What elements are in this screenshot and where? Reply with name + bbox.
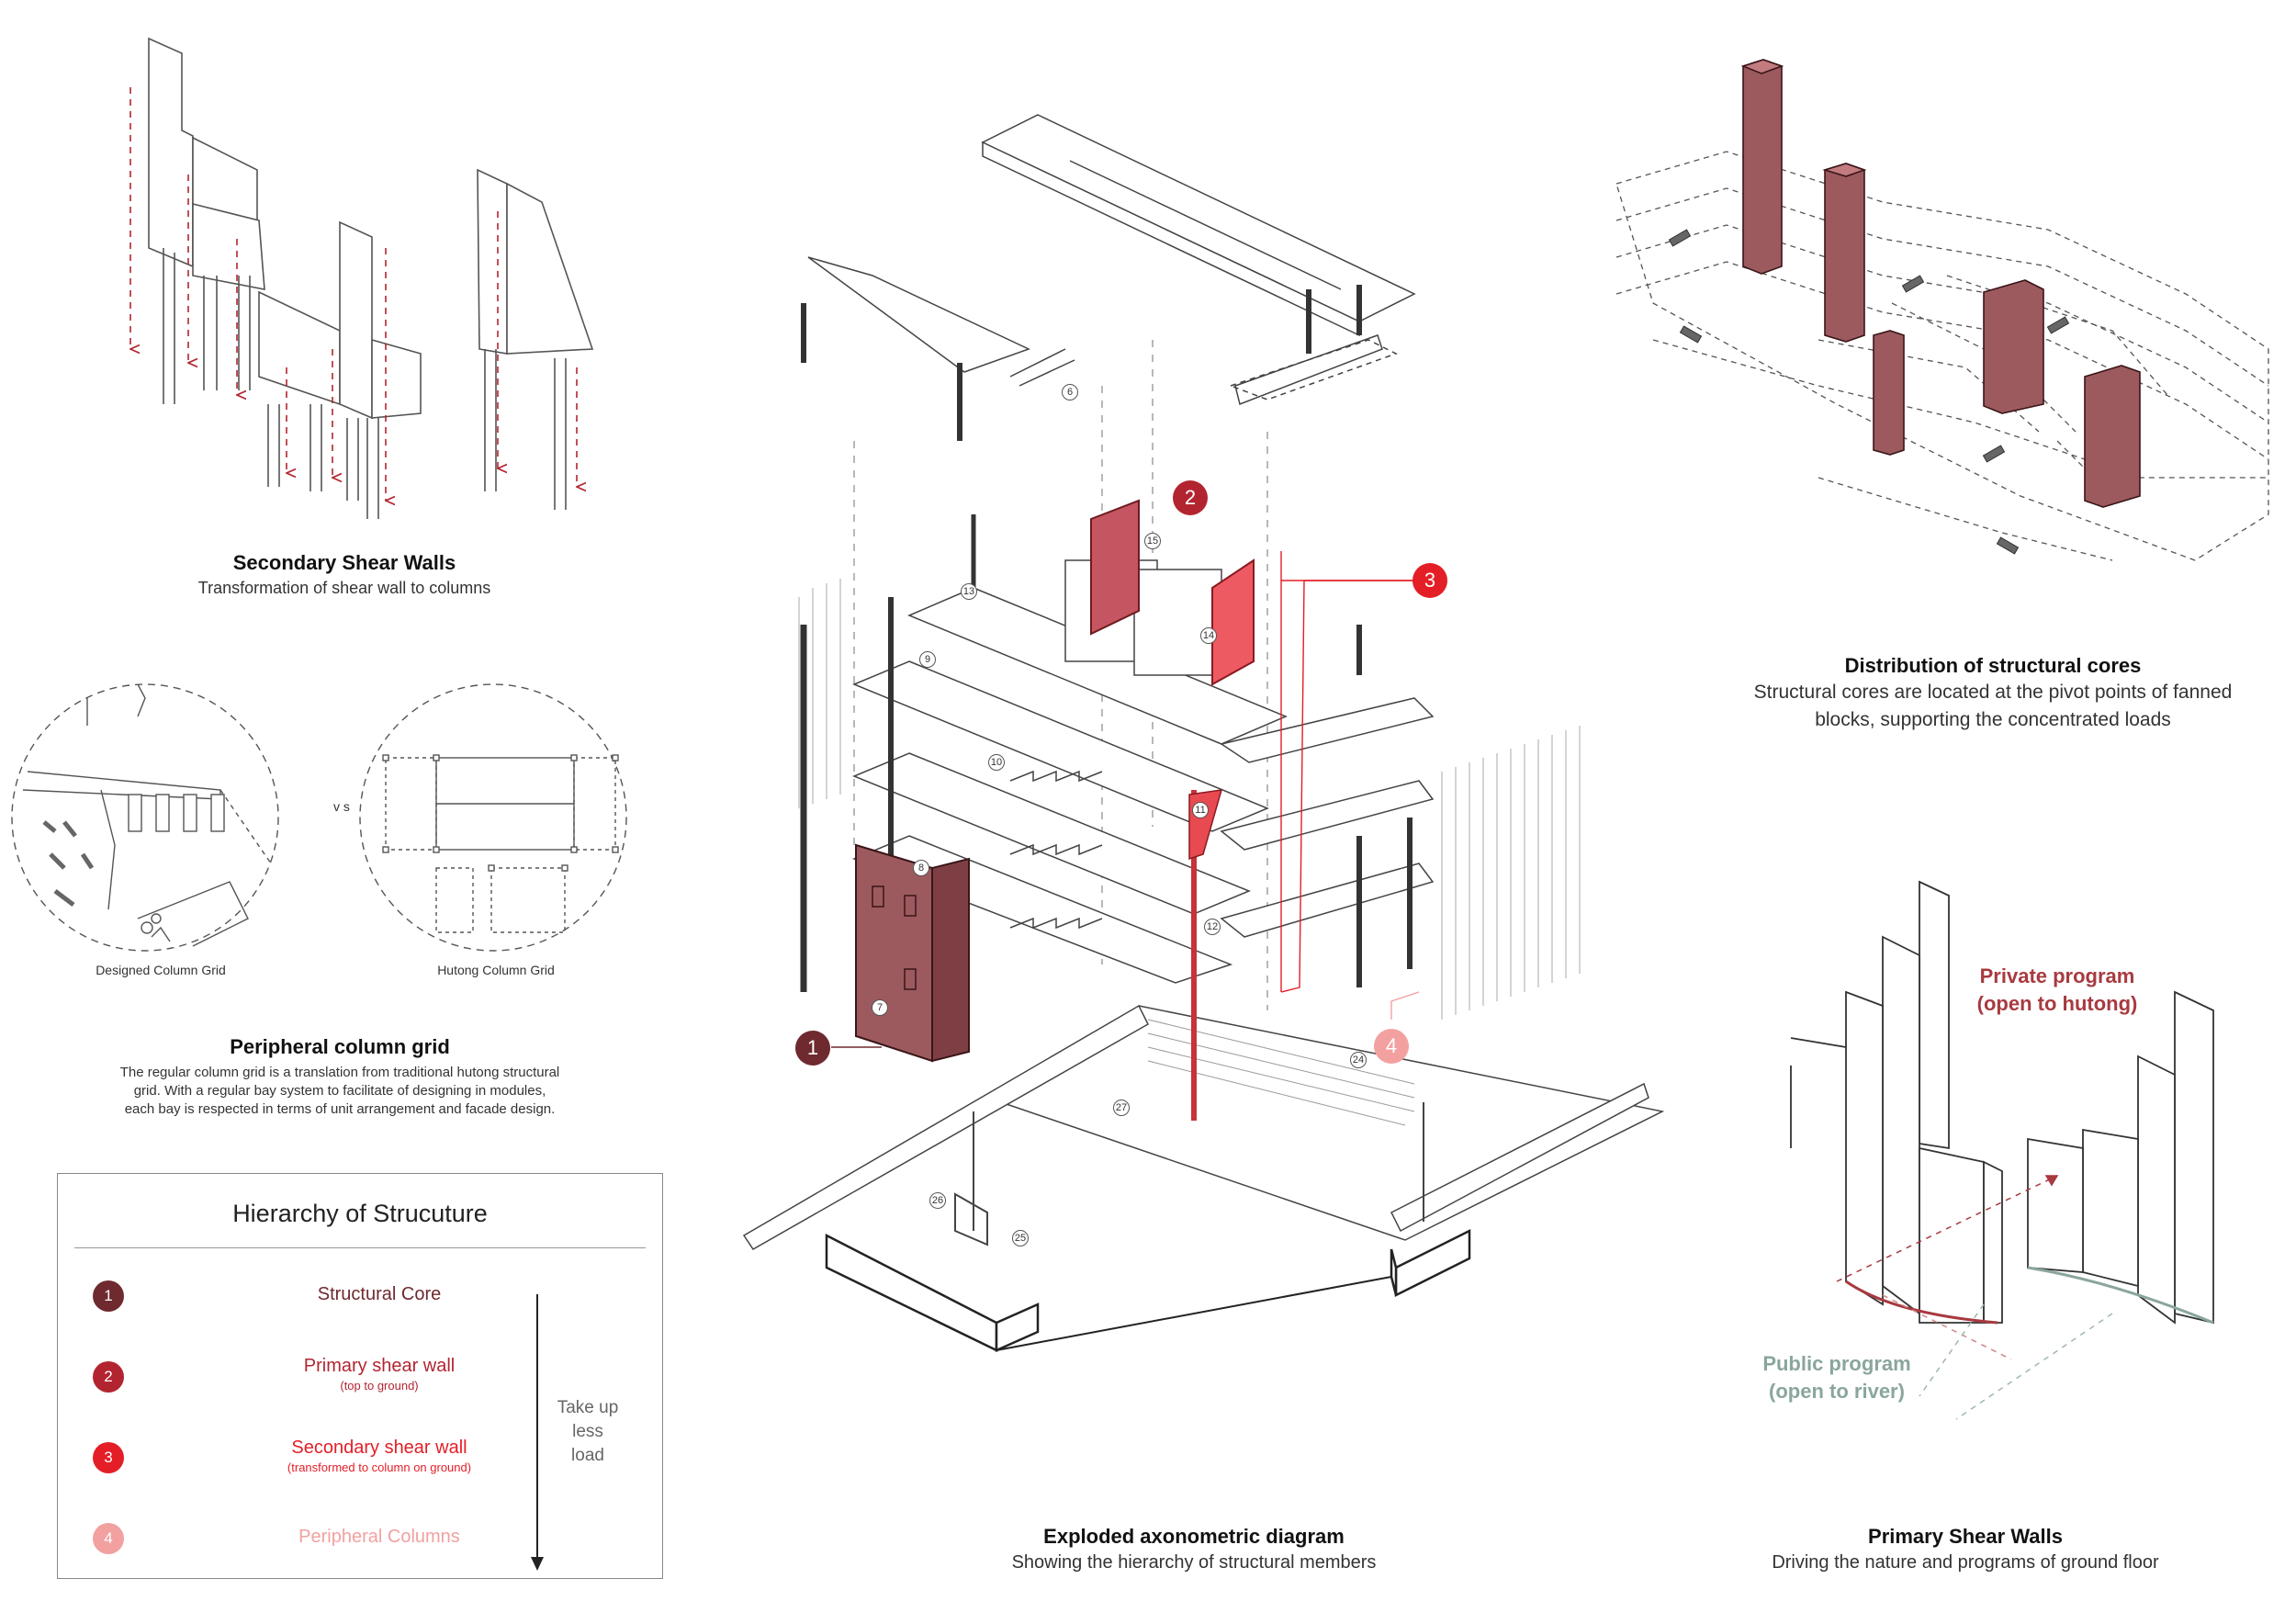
load-text-line: Take up (557, 1398, 619, 1417)
primary-walls-subtitle: Driving the nature and programs of groun… (1772, 1552, 2159, 1573)
marker-peripheral-columns: 4 (1374, 1029, 1409, 1064)
tag-24: 24 (1350, 1052, 1367, 1068)
legend-title: Hierarchy of Strucuture (232, 1200, 488, 1227)
legend-label-note: (transformed to column on ground) (287, 1460, 472, 1474)
primary-shear-walls-drawing (1790, 880, 2214, 1325)
column-grid-description-line: The regular column grid is a translation… (119, 1065, 560, 1080)
primary-walls-title: Primary Shear Walls (1868, 1525, 2063, 1548)
exploded-subtitle: Showing the hierarchy of structural memb… (1011, 1552, 1377, 1573)
tag-6: 6 (1062, 384, 1078, 400)
load-text: Take up less load (542, 1396, 634, 1468)
load-arrows (130, 87, 577, 501)
legend-label-2: Primary shear wall (top to ground) (205, 1356, 554, 1393)
column-grid-description-line: each bay is respected in terms of unit a… (124, 1101, 556, 1117)
tag-14: 14 (1200, 627, 1217, 644)
core-towers (1740, 59, 2141, 508)
tag-15: 15 (1144, 533, 1161, 549)
tag-26: 26 (929, 1192, 946, 1209)
tag-10: 10 (988, 754, 1005, 771)
tag-27: 27 (1113, 1100, 1130, 1116)
exploded-axonometric-drawing (742, 114, 1665, 1352)
tag-11: 11 (1192, 802, 1209, 818)
legend-label-text: Primary shear wall (303, 1356, 456, 1376)
secondary-shear-walls-drawing (148, 37, 594, 519)
hutong-column-grid-drawing (359, 683, 627, 952)
public-program-line: (open to river) (1769, 1380, 1905, 1403)
load-arrow (531, 1294, 544, 1571)
column-grid-description-line: grid. With a regular bay system to facil… (133, 1083, 546, 1099)
legend-label-text: Secondary shear wall (291, 1438, 467, 1458)
tag-8: 8 (913, 860, 929, 876)
tag-9: 9 (919, 651, 936, 668)
column-grid-description: The regular column grid is a translation… (73, 1064, 606, 1119)
public-program-line: Public program (1762, 1352, 1911, 1375)
public-program-label: Public program (open to river) (1717, 1350, 1956, 1405)
marker-primary-shear-wall: 2 (1173, 480, 1208, 515)
marker-structural-core: 1 (795, 1031, 830, 1066)
legend-dot-3: 3 (93, 1442, 124, 1473)
private-program-line: (open to hutong) (1976, 992, 2138, 1015)
core-stair-marks (1668, 229, 2070, 555)
designed-grid-label: Designed Column Grid (96, 963, 226, 977)
legend-label-4: Peripheral Columns (205, 1527, 554, 1548)
legend-dot-4: 4 (93, 1523, 124, 1554)
legend-label-text: Peripheral Columns (298, 1527, 460, 1547)
secondary-walls-subtitle: Transformation of shear wall to columns (197, 579, 491, 597)
tag-13: 13 (961, 583, 977, 600)
exploded-title: Exploded axonometric diagram (1043, 1525, 1345, 1548)
legend-label-text: Structural Core (317, 1284, 442, 1304)
private-program-line: Private program (1979, 964, 2135, 987)
vs-label: v s (333, 799, 350, 814)
legend-dot-1: 1 (93, 1280, 124, 1312)
cores-subtitle-1: Structural cores are located at the pivo… (1753, 682, 2233, 703)
hutong-grid-label: Hutong Column Grid (437, 963, 555, 977)
load-text-line: load (571, 1446, 604, 1465)
designed-column-grid-drawing (11, 683, 279, 952)
legend-label-1: Structural Core (205, 1284, 554, 1305)
cores-subtitle-2: blocks, supporting the concentrated load… (1815, 709, 2171, 730)
secondary-walls-title: Secondary Shear Walls (232, 551, 456, 574)
tag-7: 7 (872, 999, 888, 1016)
program-arrows (1836, 1175, 2113, 1420)
legend-label-note: (top to ground) (340, 1379, 419, 1393)
column-grid-title: Peripheral column grid (230, 1035, 450, 1058)
load-text-line: less (572, 1422, 603, 1441)
tag-12: 12 (1204, 919, 1221, 935)
private-program-label: Private program (open to hutong) (1929, 963, 2186, 1018)
cores-title: Distribution of structural cores (1844, 654, 2142, 677)
hierarchy-legend: Hierarchy of Strucuture 1 Structural Cor… (57, 1173, 663, 1579)
tag-25: 25 (1012, 1230, 1029, 1246)
marker-secondary-shear-wall: 3 (1412, 563, 1447, 598)
legend-label-3: Secondary shear wall (transformed to col… (205, 1438, 554, 1474)
structural-cores-drawing (1615, 151, 2269, 561)
legend-divider (74, 1247, 646, 1248)
legend-dot-2: 2 (93, 1361, 124, 1393)
